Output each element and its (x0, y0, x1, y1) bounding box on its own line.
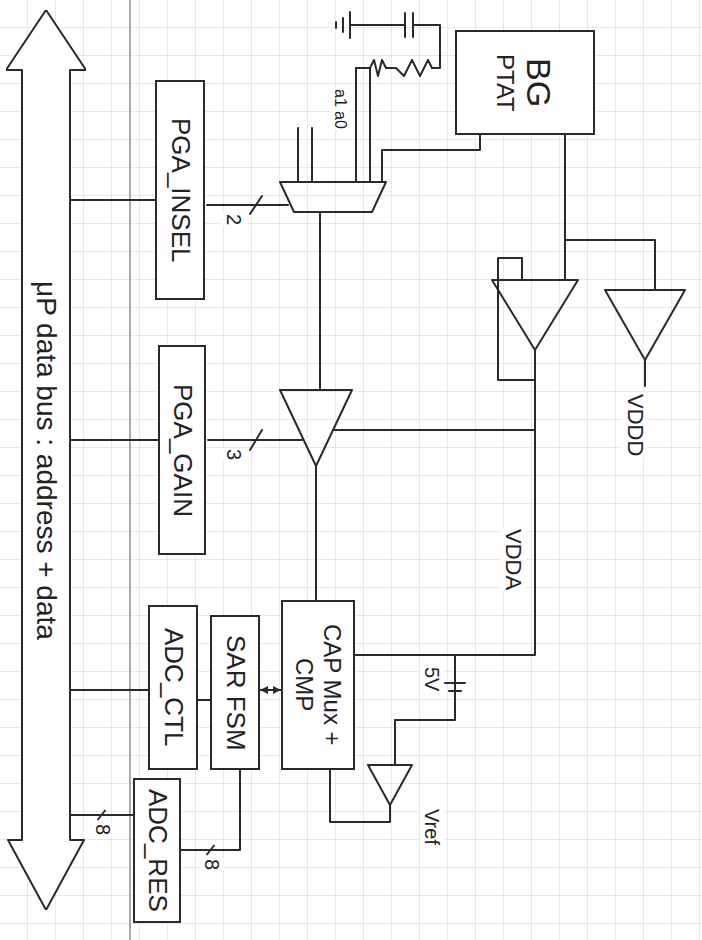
bus-width: 8 (91, 823, 115, 836)
bandgap-wire (565, 135, 655, 290)
signal-name: Vref (420, 808, 444, 846)
bus-slash (98, 810, 106, 820)
node-label: ADC_CTL (158, 628, 188, 746)
ref-wire (350, 25, 440, 60)
node-label: ADC_RES (142, 789, 172, 912)
bus-slash (250, 196, 262, 214)
ladder-tap-wire (356, 68, 370, 182)
register-box: ADC_RES (133, 778, 181, 923)
bandgap-box: BGPTAT (455, 30, 595, 135)
select-bus-wire (207, 204, 288, 206)
mux-output-wire (319, 212, 321, 390)
mux-symbol (280, 182, 386, 212)
ground-symbol (336, 12, 350, 38)
node-sublabel: PTAT (492, 54, 520, 112)
bandgap-wire (382, 135, 480, 182)
register-box: PGA_INSEL (155, 80, 205, 300)
supply-wire (351, 380, 535, 655)
pga-output-wire (315, 466, 317, 600)
capacitor-symbol (405, 13, 413, 37)
bus-slash (250, 430, 262, 450)
node-label: SAR FSM (220, 635, 250, 751)
signal-wire (198, 699, 210, 701)
bus-arrow-shape (6, 10, 86, 910)
ref-wire (395, 655, 455, 765)
mux-input-wire (298, 128, 312, 182)
feedback-wire (498, 258, 535, 380)
signal-name: a0 (330, 110, 350, 130)
signal-wire (70, 689, 148, 691)
node-label: CAP Mux + CMP (290, 615, 345, 755)
signal-wire (260, 689, 281, 691)
cap-dac-box: CAP Mux + CMP (281, 600, 355, 770)
register-box: PGA_GAIN (158, 345, 206, 555)
signal-name: VDDD (622, 393, 648, 457)
signal-name: VDDA (500, 528, 526, 591)
node-label: BG (519, 58, 558, 107)
fsm-box: SAR FSM (210, 615, 260, 770)
margin-line (129, 0, 131, 940)
signal-name: 2 (222, 213, 246, 226)
bus-width: 8 (200, 858, 224, 871)
ref-wire (330, 770, 390, 822)
signal-wire (70, 199, 155, 201)
signal-name: a1 (330, 88, 350, 108)
bus-slash (207, 845, 215, 855)
signal-name: 3 (222, 448, 246, 461)
signal-name: 5V (420, 666, 444, 692)
data-bus-arrow: μP data bus : address + data (6, 10, 86, 910)
signal-wire (70, 439, 158, 441)
regulator-amplifier (492, 280, 578, 350)
supply-wire (333, 429, 535, 431)
supply-wire (644, 360, 646, 386)
node-label: PGA_GAIN (167, 384, 197, 517)
battery-symbol (445, 683, 465, 691)
register-box: ADC_CTL (148, 605, 198, 770)
node-label: PGA_INSEL (165, 118, 195, 263)
resistor-ladder (356, 60, 440, 76)
reference-buffer (368, 765, 412, 805)
node-label: μP data bus : address + data (30, 281, 62, 640)
signal-wire (181, 770, 240, 850)
regulator-amplifier (605, 290, 685, 360)
pga-amplifier (280, 390, 352, 466)
